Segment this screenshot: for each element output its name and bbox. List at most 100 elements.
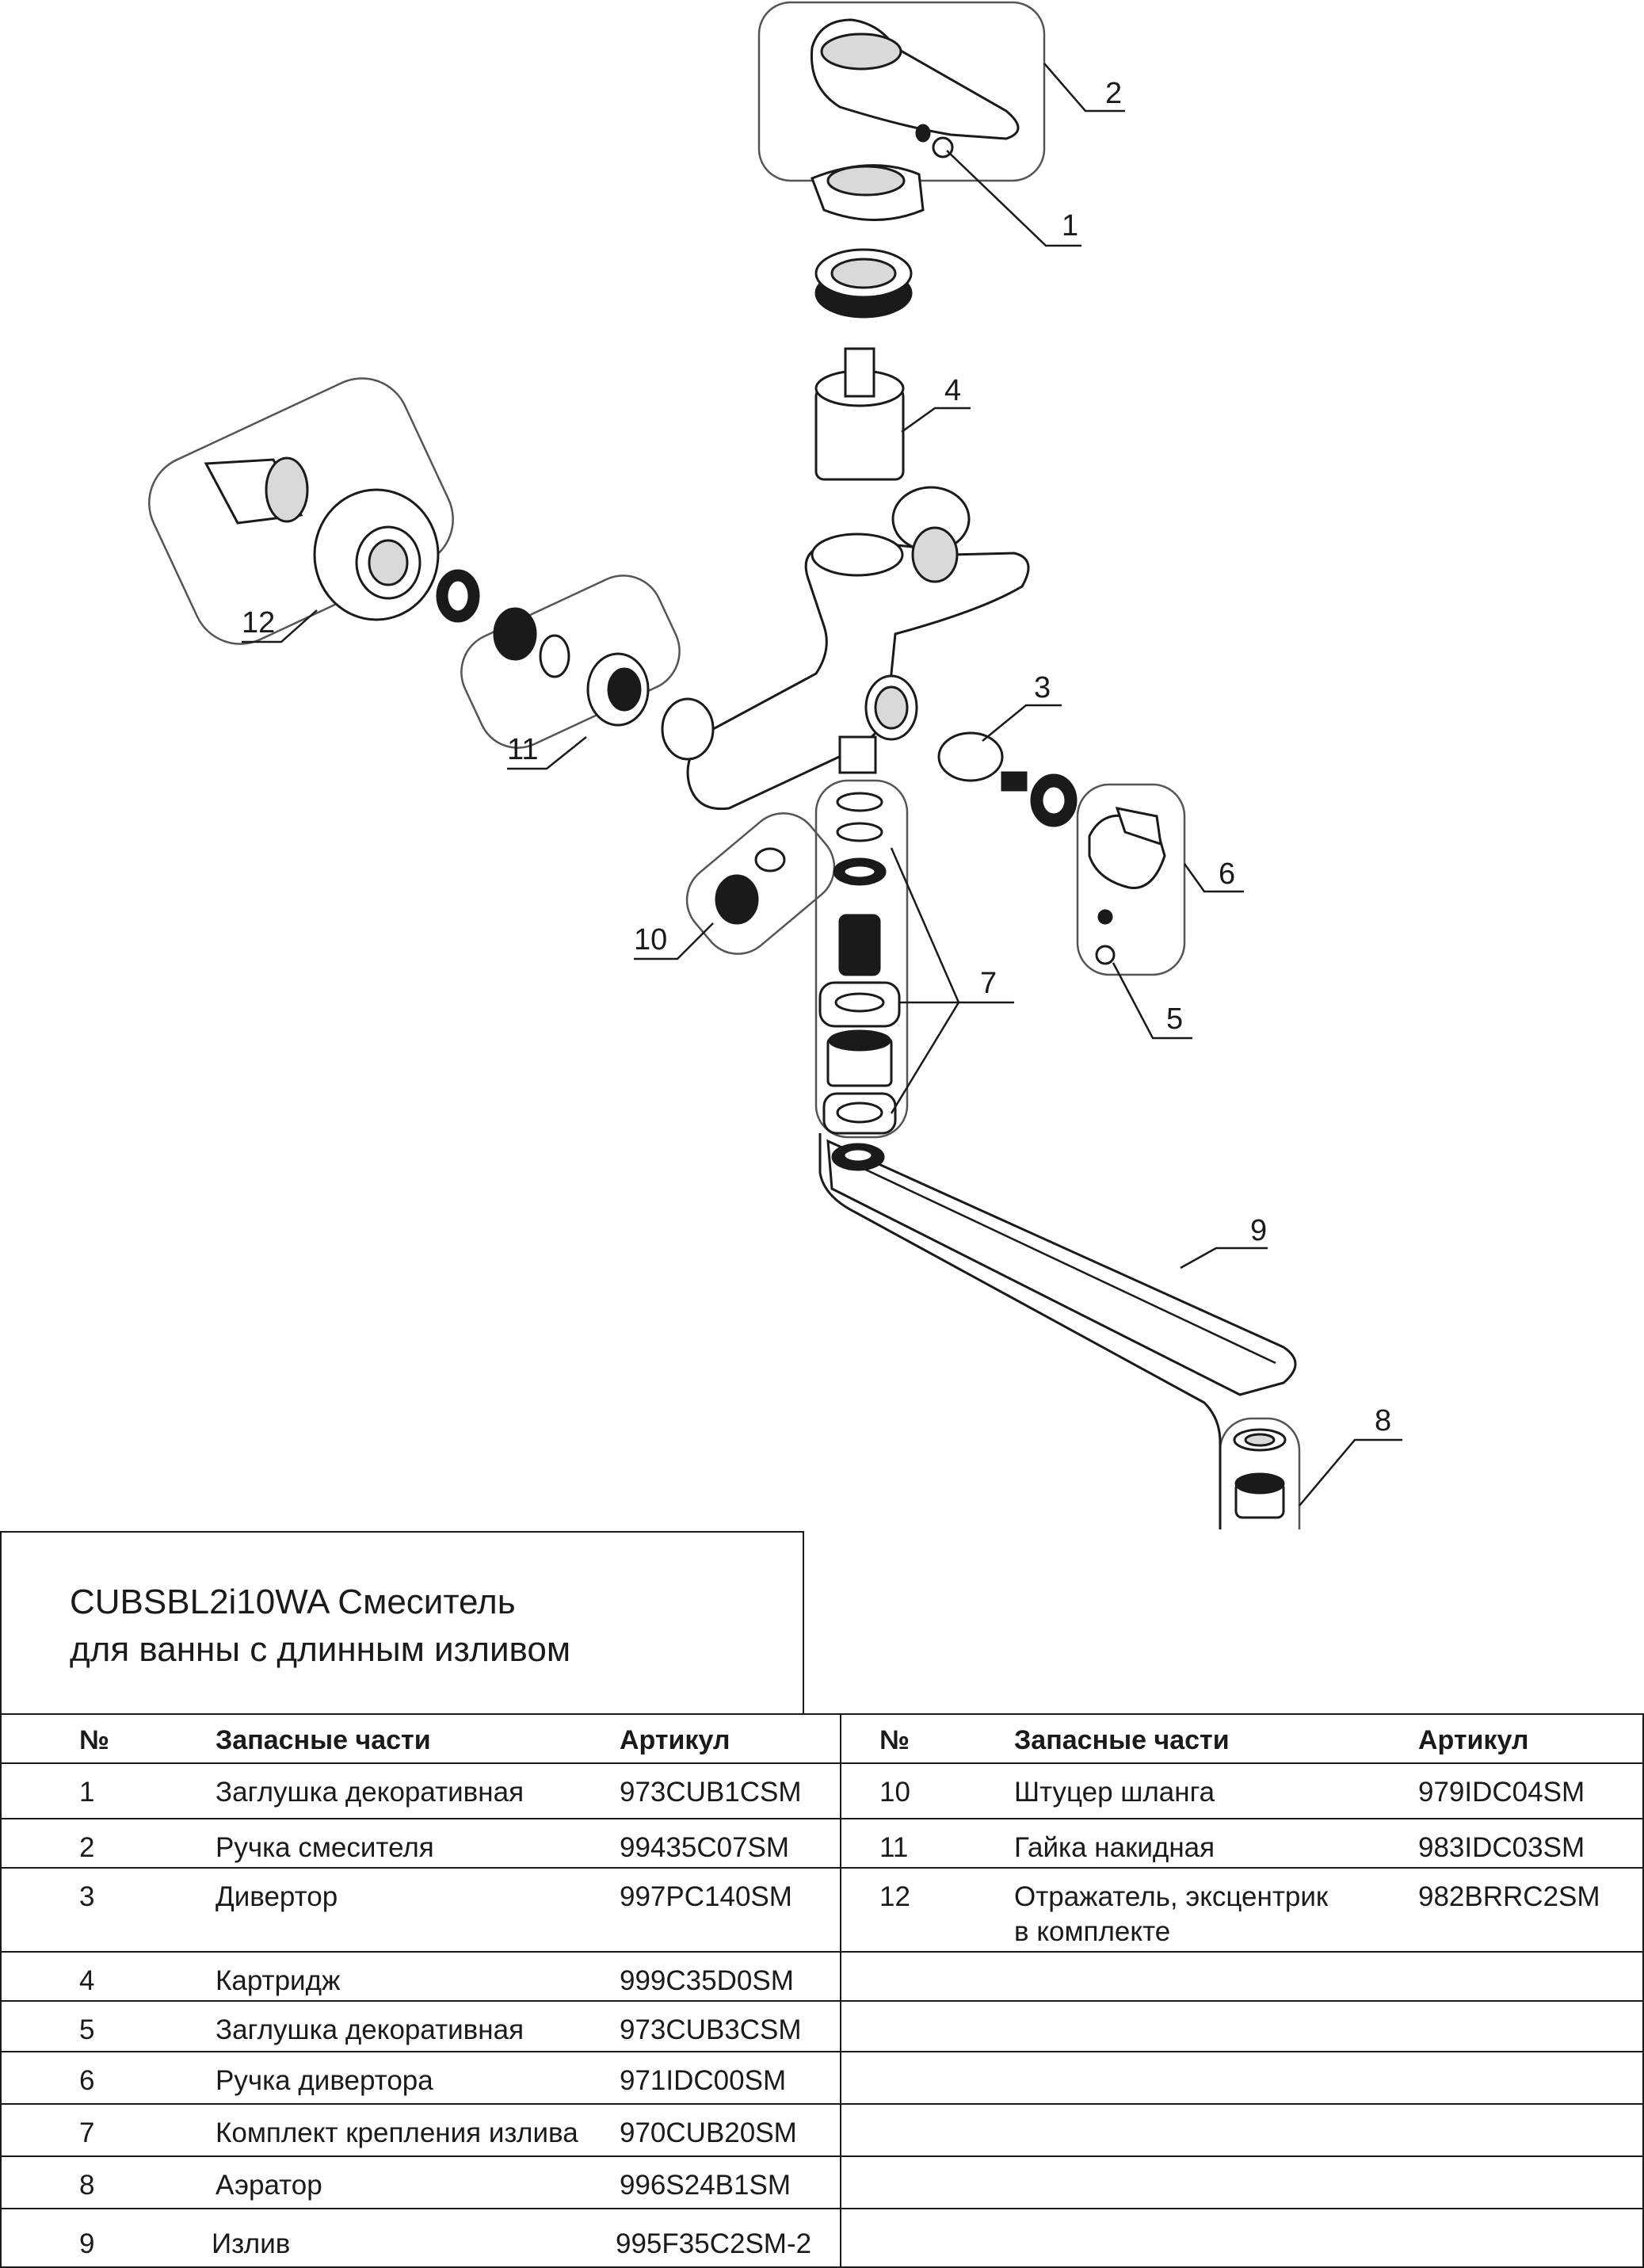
diverter-ring-hole: [1040, 785, 1067, 816]
callout-12: 12: [242, 606, 275, 640]
spout-seal-4: [836, 1102, 883, 1124]
row-num: 7: [79, 2117, 95, 2148]
spout-clip-inner: [842, 864, 877, 880]
header-num: №: [79, 1725, 109, 1755]
callout-4: 4: [944, 374, 961, 407]
cartridge-stem: [844, 347, 875, 398]
callout-6: 6: [1219, 857, 1235, 891]
row-sku: 982BRRC2SM: [1418, 1881, 1600, 1912]
reflector-hole: [368, 539, 409, 586]
body-outlet: [838, 735, 877, 774]
table-row: 8 Аэратор 996S24B1SM: [2, 2157, 840, 2209]
title-box: CUBSBL2i10WA Смеситель для ванны с длинн…: [0, 1531, 804, 1713]
row-name: Ручка смесителя: [216, 1832, 434, 1863]
product-title-line2: для ванны с длинным изливом: [70, 1630, 571, 1669]
row-sku: 970CUB20SM: [620, 2117, 797, 2148]
table-row: 12 Отражатель, эксцентрик в комплекте 98…: [840, 1869, 1642, 1953]
leader-3: [982, 704, 1062, 742]
row-sku: 973CUB3CSM: [620, 2014, 802, 2045]
decorative-plug-5: [1095, 945, 1116, 965]
row-num: 12: [879, 1881, 910, 1912]
row-name: Излив: [212, 2228, 291, 2259]
leader-11: [507, 736, 587, 770]
union-nut-hole: [607, 667, 642, 712]
callout-1: 1: [1062, 209, 1078, 242]
row-name: Заглушка декоративная: [216, 2014, 524, 2045]
row-name: Гайка накидная: [1014, 1832, 1215, 1863]
row-num: 3: [79, 1881, 95, 1912]
mixer-handle-top: [820, 32, 902, 71]
row-sku: 997PC140SM: [620, 1881, 792, 1912]
callout-5: 5: [1166, 1002, 1183, 1036]
row-num: 9: [79, 2228, 95, 2259]
spout-sleeve-top: [828, 1029, 891, 1052]
product-title: CUBSBL2i10WA Смеситель для ванны с длинн…: [70, 1579, 570, 1674]
leader-1: [946, 150, 1081, 247]
callout-8: 8: [1375, 1404, 1391, 1438]
spout-seal-2: [836, 822, 883, 842]
row-num: 8: [79, 2170, 95, 2201]
diverter: [937, 731, 1004, 782]
row-name: Штуцер шланга: [1014, 1777, 1215, 1808]
row-name: Заглушка декоративная: [216, 1777, 524, 1808]
row-sku: 999C35D0SM: [620, 1965, 794, 1996]
table-row: 9 Излив 995F35C2SM-2: [2, 2209, 840, 2266]
spout-edge: [855, 1163, 1276, 1365]
leader-5: [1112, 962, 1192, 1040]
header-name: Запасные части: [216, 1725, 431, 1755]
row-name: Комплект крепления излива: [216, 2117, 578, 2148]
callout-10: 10: [634, 923, 667, 956]
callout-7: 7: [980, 967, 997, 1000]
table-header-left: № Запасные части Артикул: [2, 1715, 840, 1764]
table-row: 3 Дивертор 997PC140SM: [2, 1869, 840, 1953]
row-sku: 995F35C2SM-2: [616, 2228, 812, 2259]
table-row: 11 Гайка накидная 983IDC03SM: [840, 1819, 1642, 1869]
hose-fitting-oring: [754, 847, 786, 872]
cap-ring-inner: [826, 165, 906, 197]
spout-seal-1: [836, 792, 883, 812]
row-num: 2: [79, 1832, 95, 1863]
row-name: Отражатель, эксцентрик: [1014, 1881, 1329, 1912]
diverter-handle-lever: [1115, 807, 1162, 846]
spout-fitting: [838, 914, 881, 976]
leader-8: [1299, 1438, 1402, 1506]
cartridge-seat: [811, 533, 904, 577]
table-row-empty: [840, 2052, 1642, 2105]
callout-2: 2: [1105, 77, 1122, 110]
decorative-plug-5a: [1097, 909, 1113, 925]
table-row: 6 Ручка дивертора 971IDC00SM: [2, 2052, 840, 2105]
row-num: 1: [79, 1777, 95, 1808]
table-row: 10 Штуцер шланга 979IDC04SM: [840, 1764, 1642, 1819]
aerator-insert-top: [1234, 1472, 1285, 1495]
row-sku: 983IDC03SM: [1418, 1832, 1585, 1863]
leader-6: [1183, 863, 1244, 893]
aerator-washer-hole: [1244, 1433, 1276, 1447]
table-row-empty: [840, 2002, 1642, 2052]
row-name: Ручка дивертора: [216, 2065, 433, 2096]
table-row: 4 Картридж 999C35D0SM: [2, 1953, 840, 2002]
row-num: 4: [79, 1965, 95, 1996]
table-row-empty: [840, 1953, 1642, 2002]
group-outline-diverter-handle: [1076, 783, 1186, 976]
row-num: 11: [879, 1832, 909, 1863]
header-name: Запасные части: [1014, 1725, 1230, 1755]
row-sku: 99435C07SM: [620, 1832, 790, 1863]
header-sku: Артикул: [1418, 1725, 1529, 1755]
hose-fitting: [715, 874, 759, 925]
leader-2: [1043, 63, 1125, 113]
body-connector-right: [911, 526, 959, 583]
table-row: 2 Ручка смесителя 99435C07SM: [2, 1819, 840, 1869]
leader-4: [901, 407, 971, 433]
parts-table-right: № Запасные части Артикул 10 Штуцер шланг…: [840, 1715, 1642, 2266]
spout-seal-3: [834, 992, 885, 1013]
row-name: Дивертор: [216, 1881, 338, 1912]
decorative-plug-1: [915, 124, 931, 143]
row-name: Картридж: [216, 1965, 341, 1996]
row-sku: 996S24B1SM: [620, 2170, 791, 2201]
row-num: 10: [879, 1777, 910, 1808]
washer-left-hole: [445, 578, 471, 613]
table-row: 1 Заглушка декоративная 973CUB1CSM: [2, 1764, 840, 1819]
row-name: Аэратор: [216, 2170, 322, 2201]
diverter-seat-inner: [874, 685, 909, 730]
leader-12: [242, 609, 318, 643]
